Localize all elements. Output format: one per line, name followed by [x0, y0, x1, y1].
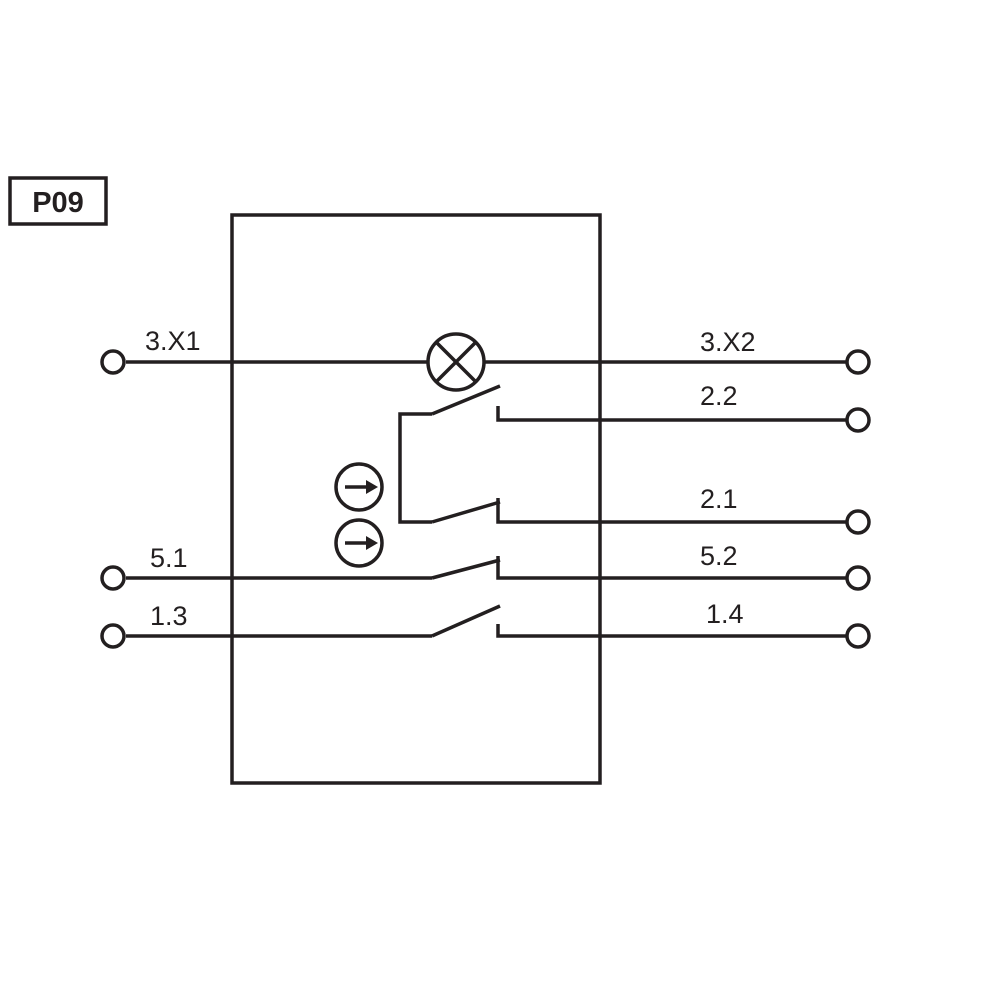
component-code-box: P09 [8, 176, 108, 226]
contact-1 [126, 604, 846, 638]
arrow-indicator-icon [334, 518, 384, 568]
terminal-5-1 [100, 565, 126, 591]
label-3x1: 3.X1 [145, 326, 201, 356]
terminal-3x1 [100, 349, 126, 375]
lamp-icon [426, 332, 486, 392]
label-5-1: 5.1 [150, 543, 188, 573]
terminal-5-2 [845, 565, 871, 591]
terminal-2-1 [845, 509, 871, 535]
terminal-1-3 [100, 623, 126, 649]
label-1-4: 1.4 [706, 599, 744, 629]
component-code: P09 [32, 187, 84, 219]
terminal-1-4 [845, 623, 871, 649]
device-housing [230, 213, 602, 785]
label-3x2: 3.X2 [700, 327, 756, 357]
label-5-2: 5.2 [700, 541, 738, 571]
contact-5 [126, 556, 846, 580]
arrow-indicator-icon [334, 462, 384, 512]
label-2-2: 2.2 [700, 381, 738, 411]
label-2-1: 2.1 [700, 484, 738, 514]
changeover-contact [398, 384, 846, 524]
terminal-3x2 [845, 349, 871, 375]
label-1-3: 1.3 [150, 601, 188, 631]
terminal-2-2 [845, 407, 871, 433]
lamp-circuit [126, 332, 846, 392]
